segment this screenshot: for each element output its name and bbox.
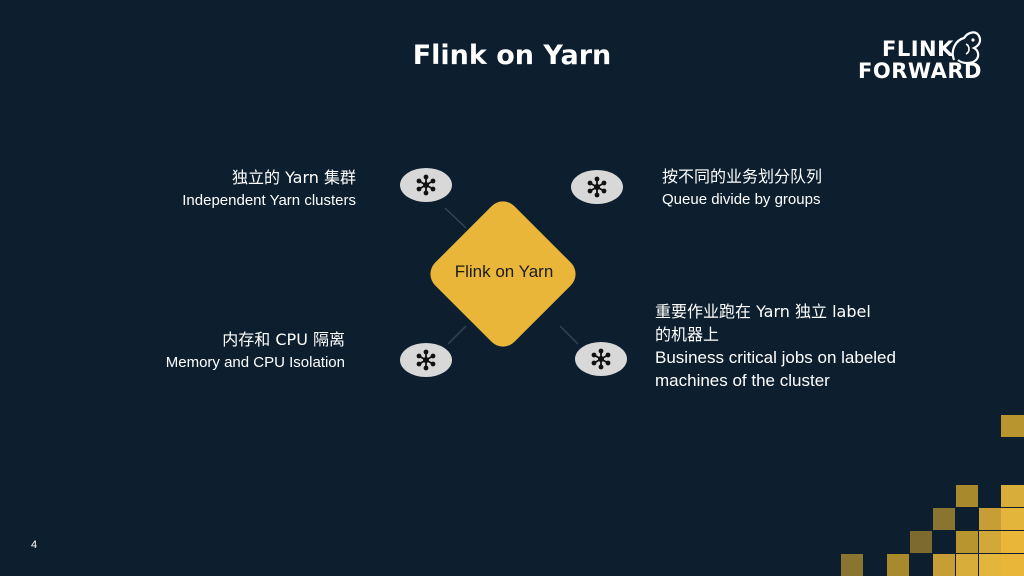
cluster-node-icon — [571, 170, 623, 204]
connector-top-left — [444, 207, 467, 229]
connector-bottom-left — [447, 325, 467, 345]
squirrel-logo-icon — [951, 31, 982, 65]
item-top-right-cn: 按不同的业务划分队列 — [662, 167, 823, 186]
logo-line1: FLINK — [882, 37, 954, 61]
item-top-left-en: Independent Yarn clusters — [182, 192, 356, 209]
connector-bottom-right — [559, 325, 579, 345]
item-bottom-right-cn-2: 的机器上 — [655, 325, 720, 344]
cluster-node-icon — [400, 343, 452, 377]
cluster-node-icon — [575, 342, 627, 376]
item-top-right: 按不同的业务划分队列 Queue divide by groups — [662, 165, 822, 211]
item-bottom-right-en-2: machines of the cluster — [655, 371, 830, 390]
item-top-left: 独立的 Yarn 集群 Independent Yarn clusters — [182, 166, 356, 212]
item-bottom-right-en-1: Business critical jobs on labeled — [655, 348, 896, 367]
item-top-left-cn: 独立的 Yarn 集群 — [232, 168, 356, 187]
item-bottom-left-cn: 内存和 CPU 隔离 — [222, 330, 345, 349]
item-bottom-left-en: Memory and CPU Isolation — [165, 354, 345, 371]
cluster-node-icon — [400, 168, 452, 202]
item-bottom-left: 内存和 CPU 隔离 Memory and CPU Isolation — [166, 328, 345, 374]
flink-forward-logo: FLINK FORWARD — [856, 30, 984, 82]
page-number: 4 — [31, 539, 38, 551]
item-bottom-right: 重要作业跑在 Yarn 独立 label 的机器上 Business criti… — [655, 300, 896, 392]
logo-line2: FORWARD — [858, 59, 982, 83]
item-bottom-right-cn-1: 重要作业跑在 Yarn 独立 label — [655, 302, 871, 321]
item-top-right-en: Queue divide by groups — [662, 191, 821, 208]
center-label: Flink on Yarn — [454, 262, 554, 281]
slide-title: Flink on Yarn — [412, 40, 612, 71]
